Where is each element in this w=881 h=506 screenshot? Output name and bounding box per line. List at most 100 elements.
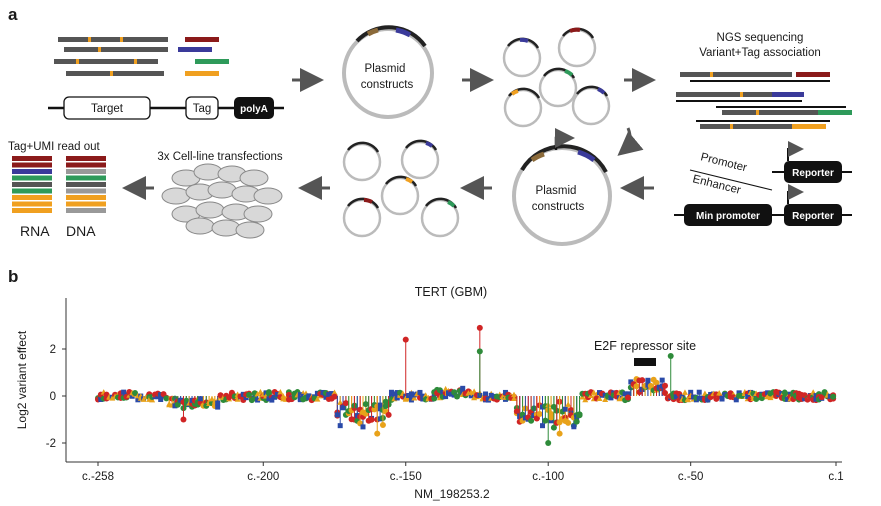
variant-point: [454, 393, 461, 400]
readout-bars: [12, 156, 106, 213]
variant-point: [260, 391, 267, 397]
cell: [253, 187, 283, 205]
rna-readout-bar: [12, 169, 52, 174]
variant-point: [571, 424, 577, 430]
variant-point: [593, 391, 600, 398]
variant-point: [545, 440, 552, 446]
reporter-top-label: Reporter: [792, 168, 834, 179]
variant-point: [745, 394, 751, 400]
variant-point: [198, 396, 204, 402]
variant-point: [659, 377, 665, 383]
variant-point: [269, 397, 275, 403]
variant-point: [337, 399, 344, 405]
variant-point: [476, 348, 483, 355]
variant-point: [391, 391, 397, 397]
variant-point: [548, 410, 555, 417]
x-tick-label: c.-150: [390, 471, 422, 483]
variant-point: [767, 394, 774, 401]
variant-point: [460, 385, 466, 391]
flow-arrow-4: [617, 127, 644, 156]
variant-point: [511, 391, 518, 398]
cell: [243, 205, 273, 223]
y-tick-label: -2: [46, 438, 56, 450]
variant-point: [417, 389, 423, 395]
plasmid-bottom-line1: Plasmid: [536, 185, 577, 197]
variant-point: [163, 395, 170, 402]
variant-point: [121, 389, 127, 395]
y-tick-label: 0: [50, 391, 56, 403]
rna-readout-bar: [12, 162, 52, 168]
variant-point: [667, 353, 674, 360]
variant-point: [673, 394, 679, 400]
variant-point: [448, 391, 454, 397]
reporter-designs: Promoter Enhancer Reporter Min promoter …: [674, 141, 852, 226]
variant-point: [362, 401, 369, 408]
cell-cluster: [161, 163, 283, 239]
variant-point: [246, 391, 253, 398]
variant-point: [476, 324, 483, 331]
variant-point: [379, 421, 386, 428]
variant-point: [590, 389, 597, 395]
variant-point: [705, 397, 711, 403]
variant-point: [696, 395, 702, 401]
variant-point: [502, 389, 508, 395]
variant-point: [280, 393, 287, 399]
variant-point: [736, 390, 742, 396]
variant-point: [217, 392, 224, 399]
variant-point: [681, 389, 688, 395]
variant-point: [255, 397, 261, 403]
variant-point: [511, 395, 518, 402]
dna-readout-bar: [66, 195, 106, 200]
variant-point: [645, 377, 651, 383]
variant-point: [653, 379, 660, 386]
variant-point: [582, 396, 589, 403]
variant-point: [485, 397, 491, 403]
variant-point: [331, 393, 338, 400]
rna-label: RNA: [20, 223, 50, 239]
ngs-title-1: NGS sequencing: [717, 32, 804, 44]
variant-point: [342, 400, 349, 407]
cell: [193, 163, 223, 181]
variant-point: [374, 430, 381, 437]
x-tick-label: c.-50: [678, 471, 704, 483]
variant-point: [411, 394, 418, 401]
target-box: [63, 96, 151, 120]
variant-point: [422, 392, 429, 398]
variant-point: [129, 393, 135, 399]
rna-readout-bar: [12, 156, 52, 161]
variant-point: [813, 393, 819, 399]
variant-point: [688, 389, 694, 395]
variant-point: [408, 397, 414, 403]
tag-colors: [178, 37, 229, 76]
variant-point: [132, 389, 139, 396]
panel-b-label: b: [8, 267, 18, 286]
target-label: Target: [91, 103, 124, 115]
variant-point: [639, 377, 646, 384]
variant-point: [234, 396, 241, 402]
variant-point: [406, 393, 412, 399]
variant-point: [323, 394, 329, 400]
tag-label: Tag: [193, 103, 212, 115]
x-tick-label: c.-100: [532, 471, 564, 483]
variant-point: [596, 390, 602, 396]
dna-readout-bar: [66, 201, 106, 207]
y-tick-label: 2: [50, 344, 56, 356]
plasmid-top-line2: constructs: [361, 79, 414, 91]
variant-point: [337, 423, 343, 429]
variant-point: [550, 424, 557, 431]
cell: [239, 169, 269, 187]
variant-point: [408, 391, 414, 397]
variant-point: [608, 395, 614, 401]
variant-point: [272, 394, 278, 400]
plasmid-top: Plasmid constructs: [342, 25, 434, 119]
variant-point: [602, 396, 609, 402]
variant-point: [443, 394, 449, 400]
construct-diagram: Target Tag polyA: [48, 96, 284, 120]
variant-point: [488, 392, 494, 398]
target-variants: [54, 37, 168, 76]
variant-point: [785, 396, 791, 402]
variant-point: [394, 395, 400, 401]
dna-label: DNA: [66, 223, 96, 239]
variant-point: [326, 391, 332, 397]
